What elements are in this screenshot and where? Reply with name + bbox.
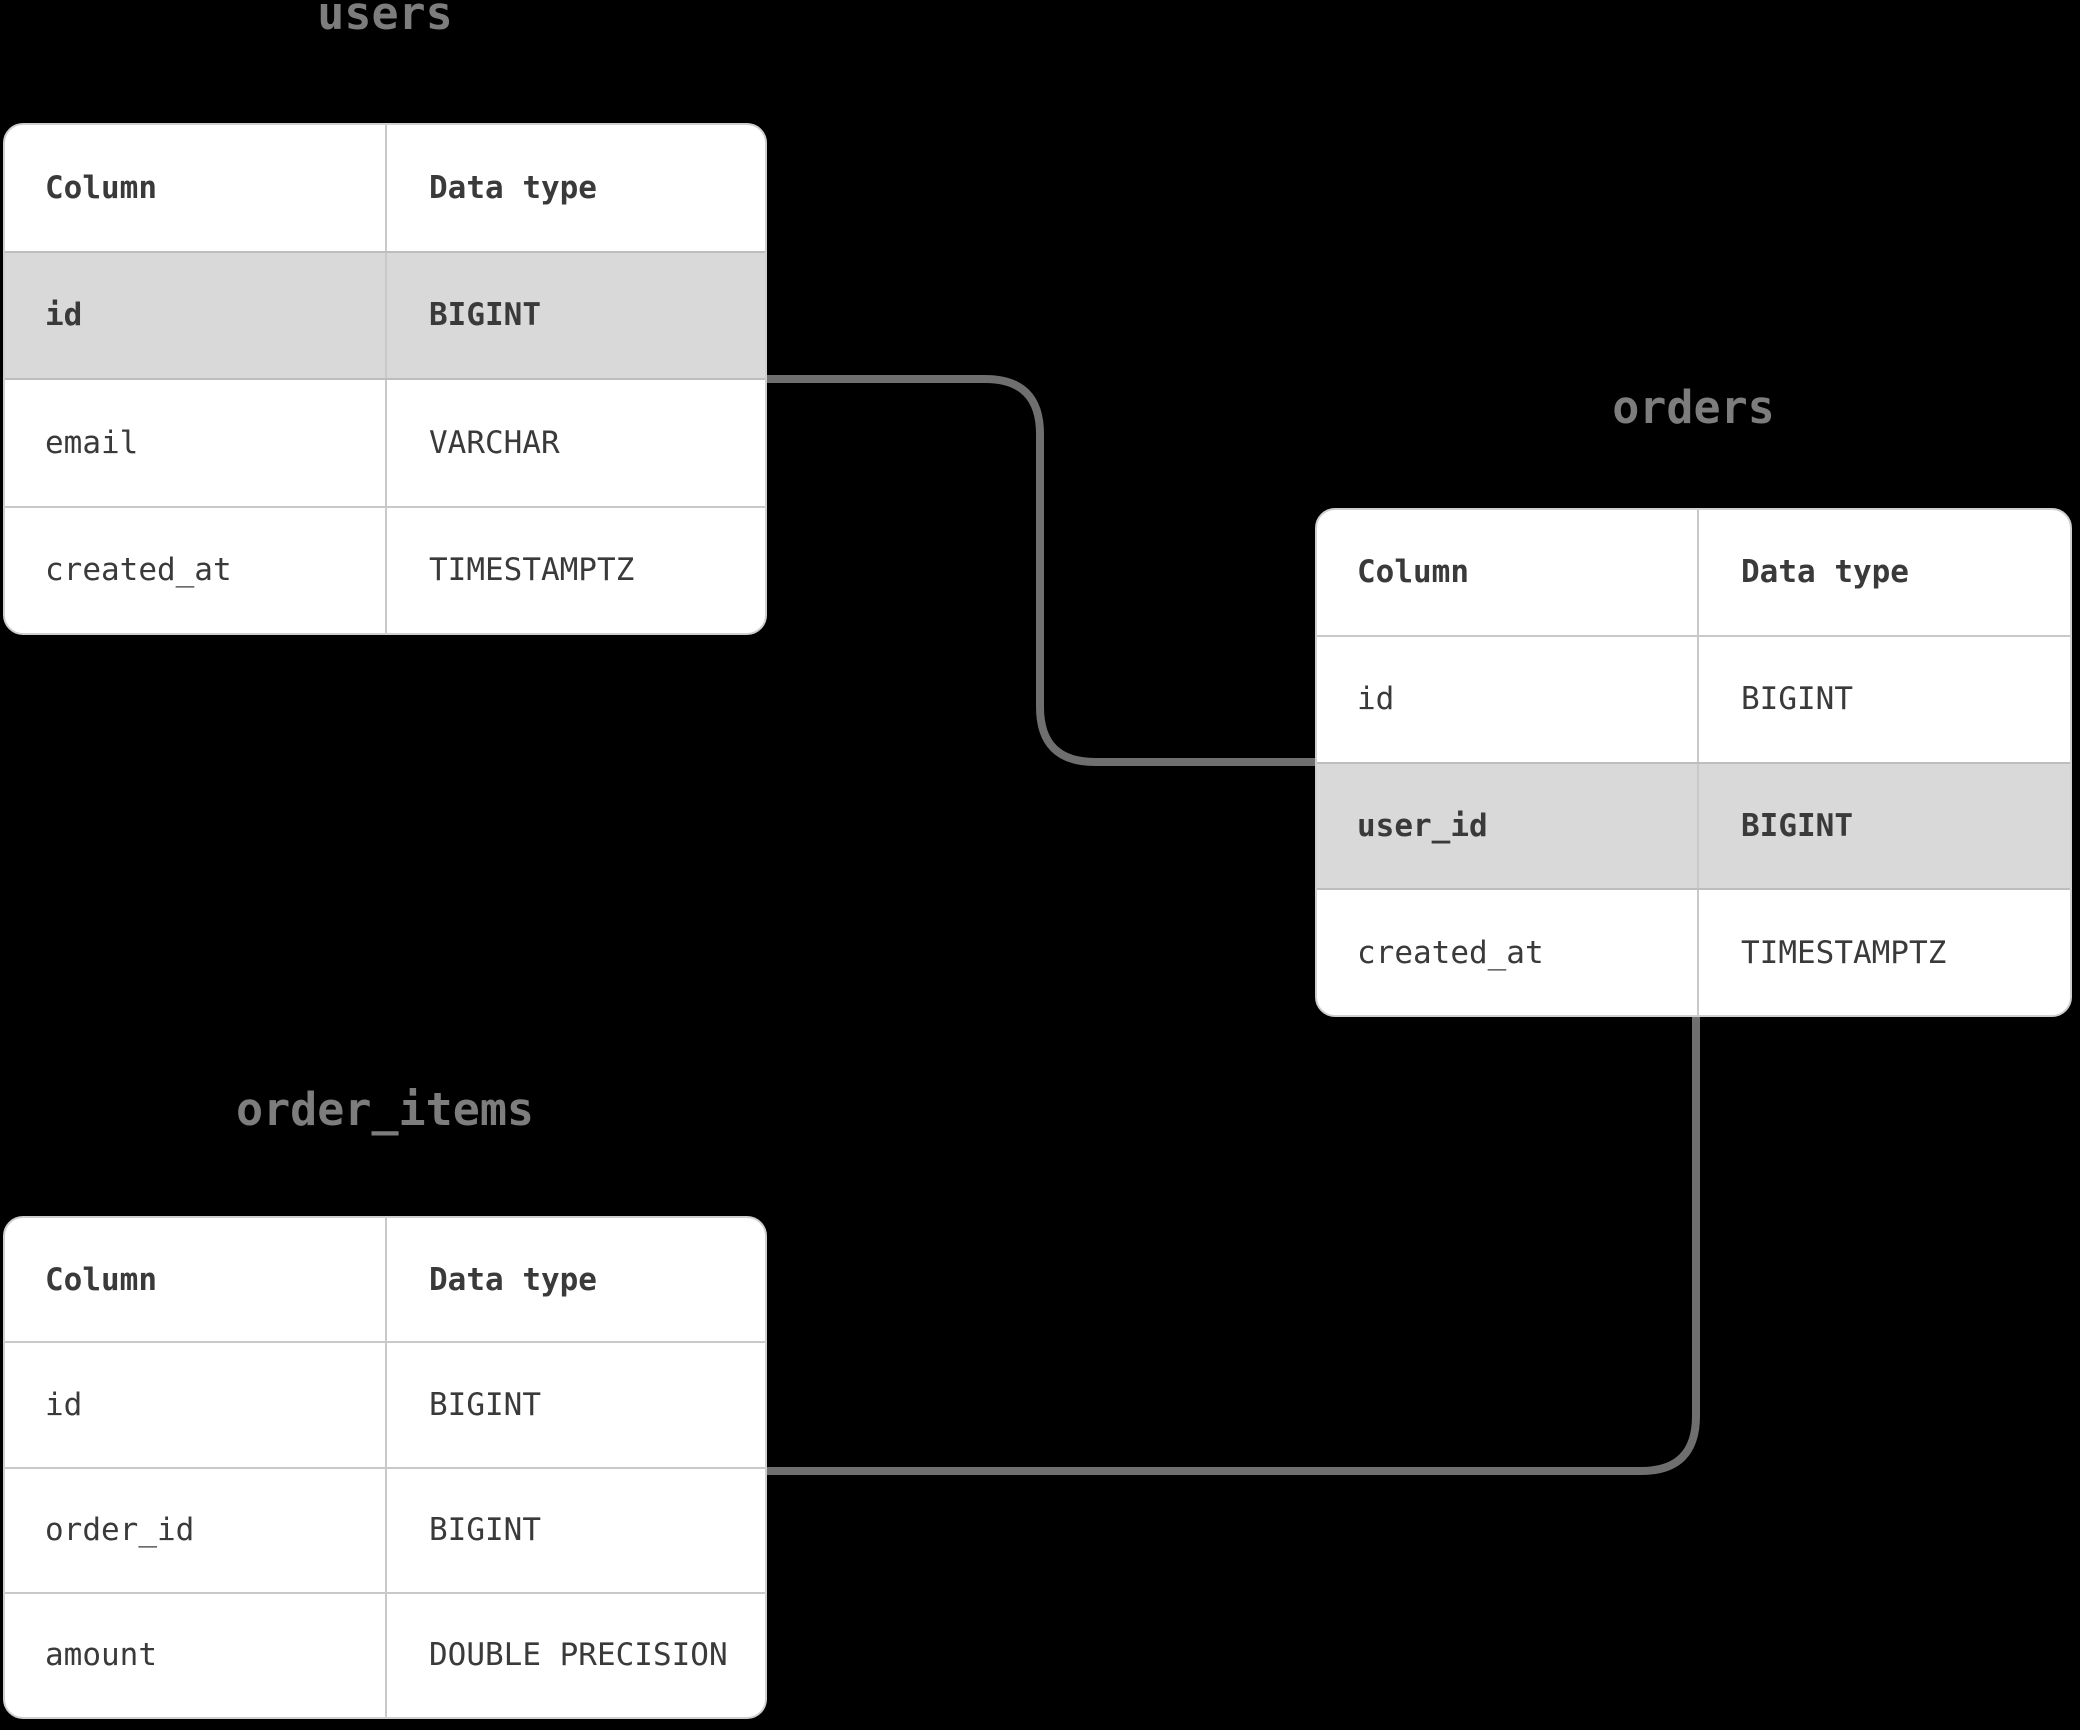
table-header-row: Column Data type (1317, 510, 2070, 635)
relationship-connector-users-orders (763, 375, 1320, 766)
row-cell-type: TIMESTAMPTZ (385, 507, 765, 633)
column-header-cell: Column (1357, 554, 1469, 591)
row-cell-column: email (45, 424, 139, 461)
table-header-row: Column Data type (5, 125, 765, 251)
table-row-users-email: email VARCHAR (5, 378, 765, 506)
relationship-connector-orders-order-items (762, 1012, 1700, 1475)
row-cell-type: BIGINT (1697, 636, 2070, 762)
table-card-users: Column Data type id BIGINT email VARCHAR… (3, 123, 767, 635)
table-row-orders-user-id: user_id BIGINT (1317, 761, 2070, 889)
row-cell-type: BIGINT (385, 1343, 765, 1467)
table-card-orders: Column Data type id BIGINT user_id BIGIN… (1315, 508, 2072, 1017)
table-row-order-items-id: id BIGINT (5, 1341, 765, 1467)
row-cell-type: BIGINT (385, 1468, 765, 1592)
table-row-order-items-amount: amount DOUBLE PRECISION (5, 1591, 765, 1717)
row-cell-column: user_id (1357, 807, 1488, 844)
table-header-row: Column Data type (5, 1218, 765, 1342)
table-card-order-items: Column Data type id BIGINT order_id BIGI… (3, 1216, 767, 1719)
table-row-orders-created-at: created_at TIMESTAMPTZ (1317, 888, 2070, 1015)
row-cell-column: id (45, 297, 83, 334)
table-title-orders: orders (1612, 381, 1775, 434)
data-type-header-cell: Data type (1697, 510, 2070, 635)
row-cell-type: VARCHAR (385, 380, 765, 506)
table-title-order-items: order_items (235, 1083, 534, 1136)
table-title-users: users (317, 0, 453, 40)
row-cell-type: BIGINT (385, 252, 765, 378)
row-cell-column: created_at (1357, 934, 1544, 971)
row-cell-type: TIMESTAMPTZ (1697, 890, 2070, 1015)
table-row-users-created-at: created_at TIMESTAMPTZ (5, 505, 765, 633)
row-cell-column: amount (45, 1637, 157, 1674)
table-row-orders-id: id BIGINT (1317, 634, 2070, 762)
row-cell-column: id (45, 1386, 83, 1423)
row-cell-type: DOUBLE PRECISION (385, 1593, 765, 1717)
row-cell-type: BIGINT (1697, 763, 2070, 889)
row-cell-column: created_at (45, 552, 232, 589)
data-type-header-cell: Data type (385, 125, 765, 251)
column-header-cell: Column (45, 169, 157, 206)
table-row-order-items-order-id: order_id BIGINT (5, 1466, 765, 1592)
table-row-users-id: id BIGINT (5, 250, 765, 378)
column-header-cell: Column (45, 1261, 157, 1298)
row-cell-column: order_id (45, 1512, 195, 1549)
row-cell-column: id (1357, 681, 1395, 718)
data-type-header-cell: Data type (385, 1218, 765, 1342)
